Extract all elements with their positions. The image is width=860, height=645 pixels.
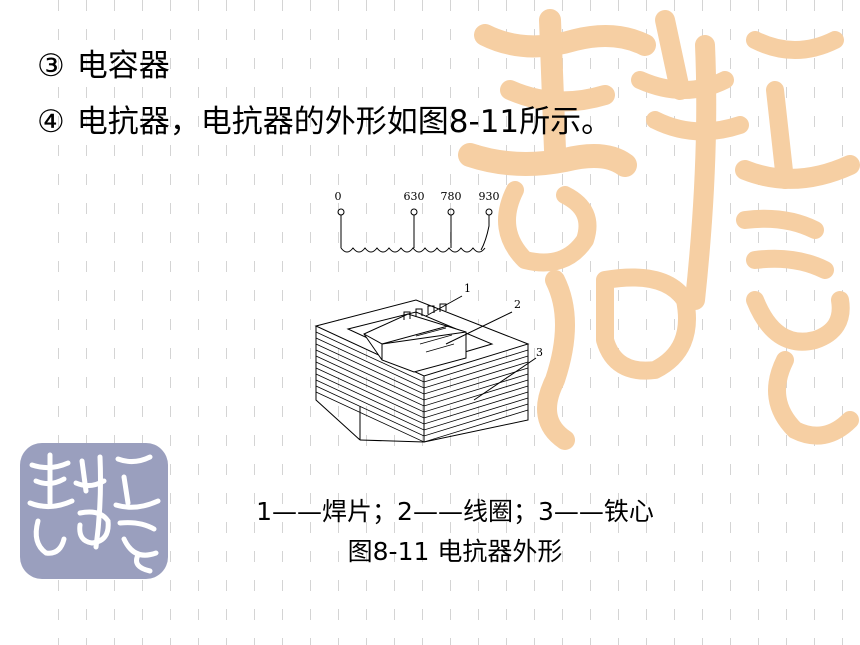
figure-title-caption: 图8-11 电抗器外形 xyxy=(347,537,563,566)
figure-parts-caption: 1——焊片；2——线圈；3——铁心 xyxy=(256,497,654,526)
part-label-1: 1 xyxy=(464,282,471,295)
bullet-text: 电容器 xyxy=(76,48,170,84)
reactor-figure: 0 630 780 930 1 2 3 xyxy=(314,190,543,443)
bullet-marker: ③ xyxy=(37,48,65,84)
tap-label-930: 930 xyxy=(479,190,500,203)
bullet-reactor: ④ 电抗器，电抗器的外形如图8-11所示。 xyxy=(37,96,612,141)
tap-label-780: 780 xyxy=(441,190,462,203)
reactor-core-drawing xyxy=(314,295,537,443)
part-label-3: 3 xyxy=(536,346,543,359)
seal-calligraphy-icon xyxy=(20,443,168,579)
bullet-marker: ④ xyxy=(37,104,65,140)
bullet-capacitor: ③ 电容器 xyxy=(37,40,170,85)
winding-diagram xyxy=(337,208,493,253)
part-label-2: 2 xyxy=(514,298,521,311)
tap-label-0: 0 xyxy=(335,190,342,203)
large-calligraphy-watermark-icon xyxy=(458,9,860,450)
tap-label-630: 630 xyxy=(404,190,425,203)
bullet-text: 电抗器，电抗器的外形如图8-11所示。 xyxy=(76,104,613,140)
